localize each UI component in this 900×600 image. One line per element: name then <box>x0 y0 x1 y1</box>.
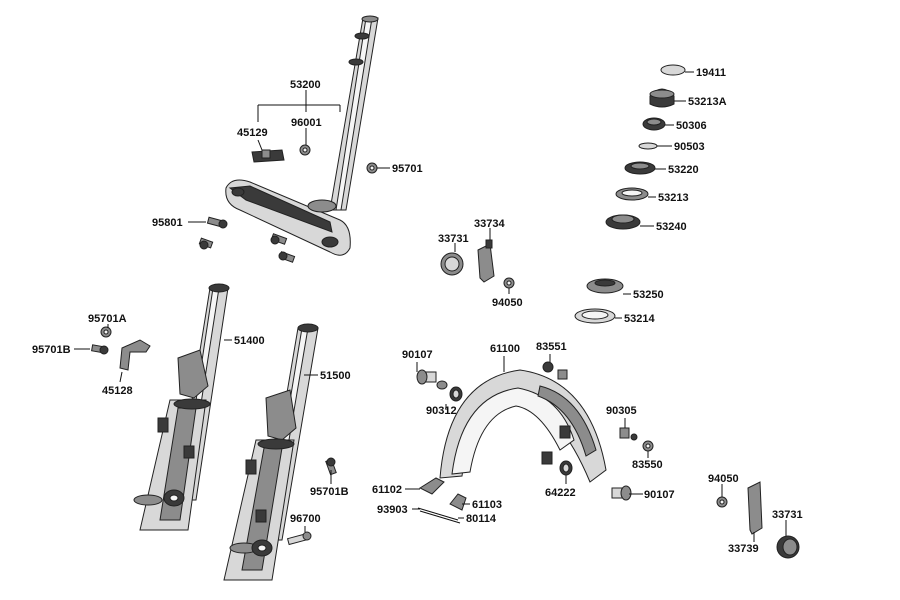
nut-95701A <box>100 326 112 338</box>
label-53214: 53214 <box>624 313 655 325</box>
label-61102: 61102 <box>372 484 402 496</box>
bolt-95801 <box>198 216 296 263</box>
label-51400: 51400 <box>234 335 265 347</box>
clamp-bracket-45129 <box>251 149 285 163</box>
nut-95701 <box>366 162 378 174</box>
label-50306: 50306 <box>676 120 707 132</box>
label-94050-top: 94050 <box>492 297 523 309</box>
label-96001: 96001 <box>291 117 322 129</box>
label-53240: 53240 <box>656 221 687 233</box>
label-90107-left: 90107 <box>402 349 433 361</box>
grommet-64222 <box>559 460 573 476</box>
bolt-95701B-right <box>325 457 337 476</box>
label-90107-right: 90107 <box>644 489 675 501</box>
label-53213: 53213 <box>658 192 689 204</box>
label-90503: 90503 <box>674 141 705 153</box>
reflector-33731-bottom <box>776 535 800 559</box>
label-95701: 95701 <box>392 163 423 175</box>
reflector-33731-top <box>440 252 464 276</box>
label-95801: 95801 <box>152 217 183 229</box>
label-90312: 90312 <box>426 405 457 417</box>
clamp-45128 <box>119 339 151 371</box>
bracket-33739 <box>747 481 763 535</box>
label-95701B-right: 95701B <box>310 486 349 498</box>
label-19411: 19411 <box>696 67 726 79</box>
part-labels: 53200 45129 96001 95701 95801 95701A 957… <box>32 67 803 555</box>
label-33731-top: 33731 <box>438 233 469 245</box>
label-51500: 51500 <box>320 370 351 382</box>
label-53220: 53220 <box>668 164 699 176</box>
label-53200: 53200 <box>290 79 321 91</box>
front-fender-61100 <box>439 369 607 483</box>
part-61103 <box>449 493 467 511</box>
cable-93903 <box>417 507 461 524</box>
nut-96001 <box>299 144 311 156</box>
label-80114: 80114 <box>466 513 497 525</box>
label-83550: 83550 <box>632 459 663 471</box>
label-33739: 33739 <box>728 543 759 555</box>
steering-stem-part <box>225 15 379 256</box>
label-61100: 61100 <box>490 343 520 355</box>
part-61102 <box>418 477 445 495</box>
clip-90305 <box>619 427 638 441</box>
bolt-95701B-left <box>91 344 109 355</box>
label-96700: 96700 <box>290 513 321 525</box>
right-fork-51500 <box>223 323 319 581</box>
label-53213A: 53213A <box>688 96 727 108</box>
label-45129: 45129 <box>237 127 268 139</box>
leader-lines <box>74 71 787 542</box>
screw-90107-left <box>416 369 437 385</box>
label-95701B-left: 95701B <box>32 344 71 356</box>
nut-83550 <box>642 440 654 452</box>
label-33731-bottom: 33731 <box>772 509 803 521</box>
label-61103: 61103 <box>472 499 502 511</box>
label-95701A: 95701A <box>88 313 127 325</box>
left-fork-51400 <box>133 283 230 531</box>
label-83551: 83551 <box>536 341 567 353</box>
grommet-90312 <box>436 380 463 402</box>
label-94050-bottom: 94050 <box>708 473 739 485</box>
label-45128: 45128 <box>102 385 133 397</box>
label-90305: 90305 <box>606 405 637 417</box>
label-53250: 53250 <box>633 289 664 301</box>
clip-83551 <box>542 361 568 380</box>
label-64222: 64222 <box>545 487 576 499</box>
bearing-stack <box>574 64 686 324</box>
bolt-96700 <box>286 531 312 546</box>
label-33734: 33734 <box>474 218 505 230</box>
label-93903: 93903 <box>377 504 408 516</box>
nut-94050-bottom <box>716 496 728 508</box>
screw-90107-right <box>611 485 632 501</box>
clip-bracket-33734 <box>477 239 495 283</box>
nut-94050-top <box>503 277 515 289</box>
